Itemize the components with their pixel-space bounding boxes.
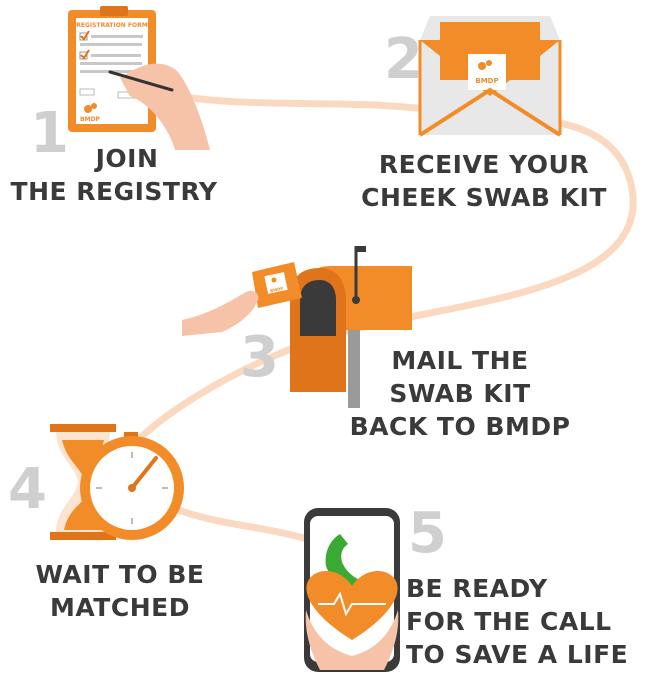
envelope-icon: BMDP <box>418 16 562 137</box>
mail-envelope-icon: BMDP <box>252 262 302 308</box>
mailing-hand-icon <box>182 290 259 336</box>
step-3-line1: MAIL THE <box>391 346 529 375</box>
step-3-number: 3 <box>240 325 279 390</box>
step-5-number: 5 <box>408 501 447 566</box>
step-2-number: 2 <box>384 27 423 92</box>
step-1-label: JOIN THE REGISTRY <box>0 142 228 208</box>
step-4-line1: WAIT TO BE <box>35 560 205 589</box>
writing-hand-icon <box>108 63 210 150</box>
heart-in-hands-icon <box>305 571 399 670</box>
mailbox-envelope-logo: BMDP <box>270 286 284 294</box>
step-3-line2: SWAB KIT <box>389 379 531 408</box>
step-1-line1: JOIN <box>95 144 159 173</box>
step-1-line2: THE REGISTRY <box>10 177 218 206</box>
form-title: REGISTRATION FORM <box>76 22 147 29</box>
step-3-line3: BACK TO BMDP <box>349 412 571 441</box>
step-5-line1: BE READY <box>406 574 548 603</box>
step-4-label: WAIT TO BE MATCHED <box>20 558 220 624</box>
step-4-number: 4 <box>8 457 47 522</box>
step-5-label: BE READY FOR THE CALL TO SAVE A LIFE <box>406 572 646 671</box>
step-3-label: MAIL THE SWAB KIT BACK TO BMDP <box>332 344 588 443</box>
step-4-line2: MATCHED <box>50 593 190 622</box>
form-logo: BMDP <box>80 116 101 123</box>
step-5-line2: FOR THE CALL <box>406 607 612 636</box>
step-5-line3: TO SAVE A LIFE <box>406 640 629 669</box>
step-1-number: 1 <box>30 101 69 166</box>
stopwatch-icon <box>80 432 184 540</box>
envelope-logo: BMDP <box>475 77 498 85</box>
step-2-line1: RECEIVE YOUR <box>378 150 590 179</box>
mailbox-icon <box>290 246 412 408</box>
step-2-line2: CHEEK SWAB KIT <box>361 183 607 212</box>
step-2-label: RECEIVE YOUR CHEEK SWAB KIT <box>348 148 620 214</box>
